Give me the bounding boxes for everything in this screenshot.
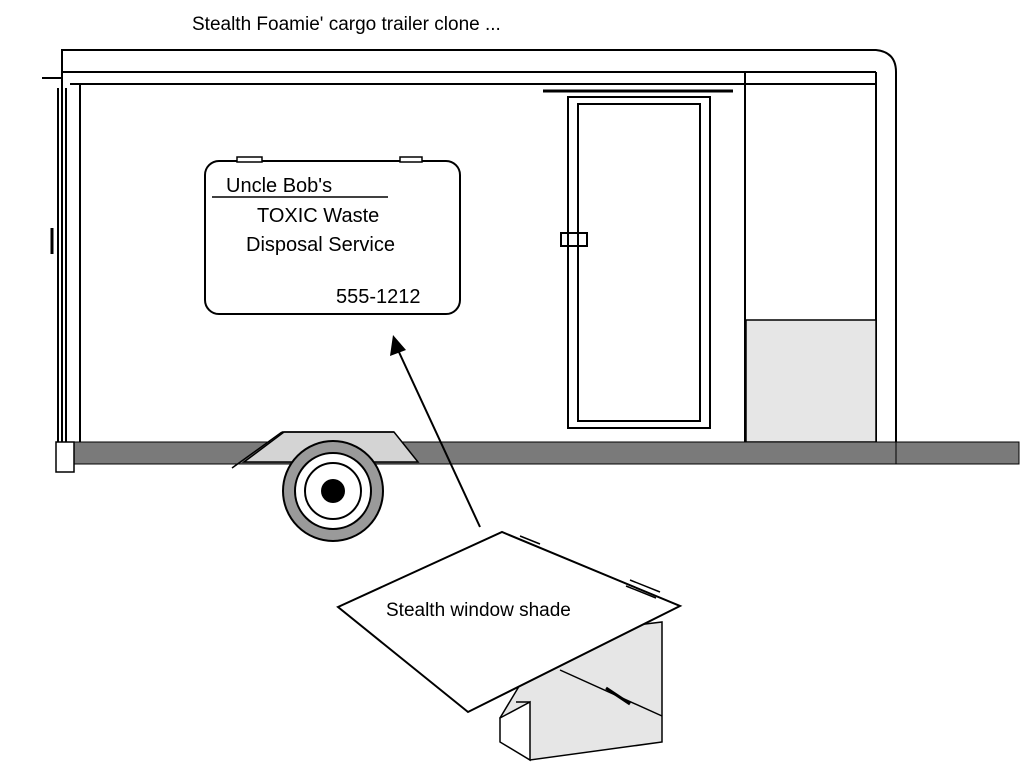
sign-line-3: Disposal Service <box>246 234 395 256</box>
arrow-head <box>390 335 406 356</box>
shade-label: Stealth window shade <box>386 600 571 621</box>
sign-line-2: TOXIC Waste <box>257 205 379 227</box>
window-shade: Stealth window shade <box>336 530 683 762</box>
pointer-arrow <box>390 335 481 528</box>
chassis-rail <box>73 441 1020 465</box>
trailer-body <box>42 49 897 442</box>
sign-line-1: Uncle Bob's <box>226 175 332 197</box>
wheel-hub <box>321 479 345 503</box>
wheel <box>282 440 384 542</box>
door-handle <box>560 232 588 247</box>
rear-panel <box>745 319 877 443</box>
side-door <box>543 89 733 429</box>
shade-panel <box>336 530 683 714</box>
sign-clip-right <box>399 156 423 163</box>
sign-phone: 555-1212 <box>336 286 421 308</box>
trailer-sign: Uncle Bob's TOXIC Waste Disposal Service… <box>204 156 461 315</box>
sign-clip-left <box>236 156 263 163</box>
front-corner <box>55 441 75 473</box>
diagram-title: Stealth Foamie' cargo trailer clone ... <box>192 14 501 35</box>
